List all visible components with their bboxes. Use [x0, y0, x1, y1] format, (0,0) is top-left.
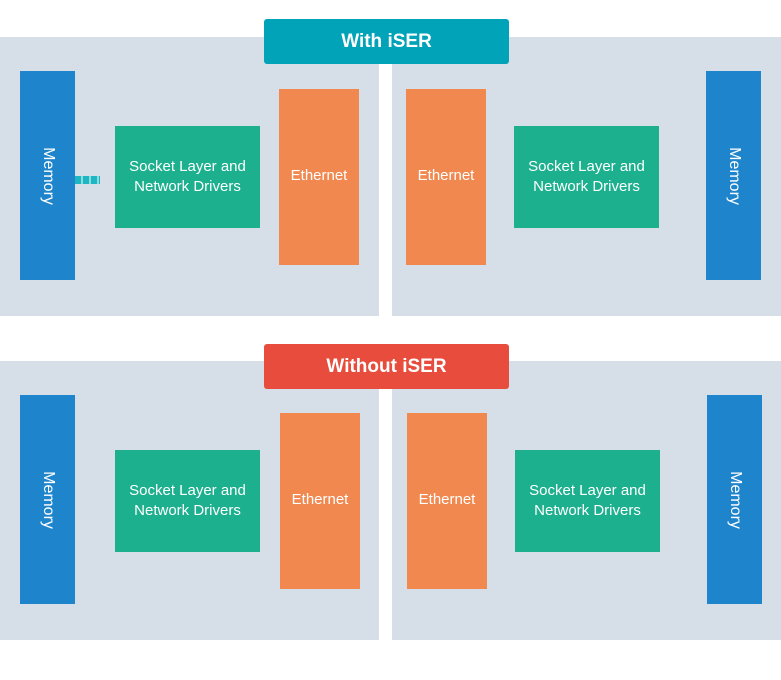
- without-iser-banner: Without iSER: [264, 344, 509, 389]
- with-iser-right-socket-layer: Socket Layer and Network Drivers: [514, 126, 659, 228]
- without-iser-left-ethernet: Ethernet: [280, 413, 360, 589]
- with-iser-right-ethernet: Ethernet: [406, 89, 486, 265]
- with-iser-left-memory: Memory: [20, 71, 75, 280]
- with-iser-banner: With iSER: [264, 19, 509, 64]
- memory-label: Memory: [725, 146, 743, 205]
- memory-label: Memory: [726, 470, 744, 529]
- without-iser-right-ethernet: Ethernet: [407, 413, 487, 589]
- with-iser-left-socket-layer: Socket Layer and Network Drivers: [115, 126, 260, 228]
- without-iser-left-socket-layer: Socket Layer and Network Drivers: [115, 450, 260, 552]
- without-iser-left-memory: Memory: [20, 395, 75, 604]
- memory-label: Memory: [39, 470, 57, 529]
- without-iser-right-memory: Memory: [707, 395, 762, 604]
- with-iser-right-memory: Memory: [706, 71, 761, 280]
- without-iser-right-socket-layer: Socket Layer and Network Drivers: [515, 450, 660, 552]
- memory-label: Memory: [39, 146, 57, 205]
- with-iser-memory-connector: [75, 176, 100, 184]
- with-iser-left-ethernet: Ethernet: [279, 89, 359, 265]
